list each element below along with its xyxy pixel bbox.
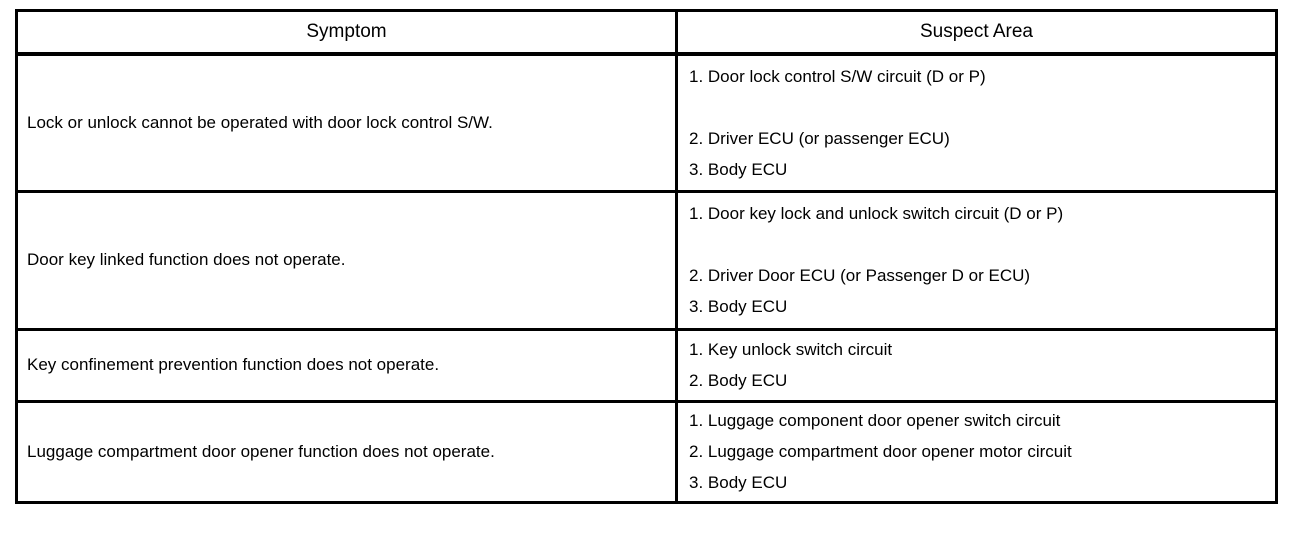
symptom-text: Lock or unlock cannot be operated with d… <box>27 112 493 132</box>
suspect-area-item: 1. Key unlock switch circuit <box>689 340 893 359</box>
suspect-area-item: 2. Driver ECU (or passenger ECU) <box>689 128 950 148</box>
symptom-cell: Door key linked function does not operat… <box>15 189 678 331</box>
suspect-area-item: 3. Body ECU <box>689 159 788 179</box>
symptom-text: Key confinement prevention function does… <box>27 355 440 374</box>
suspect-area-list: 1. Key unlock switch circuit 2. Body ECU <box>689 334 1269 396</box>
suspect-area-column-header: Suspect Area <box>675 9 1278 56</box>
suspect-area-cell: 1. Key unlock switch circuit 2. Body ECU <box>675 327 1278 403</box>
symptom-text: Door key linked function does not operat… <box>27 250 346 269</box>
symptom-cell: Key confinement prevention function does… <box>15 327 678 403</box>
suspect-area-item: 2. Driver Door ECU (or Passenger D or EC… <box>689 266 1031 285</box>
symptom-text: Luggage compartment door opener function… <box>27 441 495 461</box>
header-row: Symptom Suspect Area <box>15 9 1278 56</box>
symptom-column-header: Symptom <box>15 9 678 56</box>
suspect-area-item: 2. Body ECU <box>689 371 788 390</box>
suspect-area-cell: 1. Door lock control S/W circuit (D or P… <box>675 52 1278 193</box>
suspect-area-list: 1. Luggage component door opener switch … <box>689 405 1269 498</box>
suspect-area-item: 1. Door lock control S/W circuit (D or P… <box>689 66 986 86</box>
table-row: Lock or unlock cannot be operated with d… <box>15 52 1278 193</box>
symptom-cell: Luggage compartment door opener function… <box>15 399 678 504</box>
suspect-area-item: 3. Body ECU <box>689 297 788 316</box>
suspect-area-list: 1. Door key lock and unlock switch circu… <box>689 198 1269 322</box>
table-row: Luggage compartment door opener function… <box>15 399 1278 504</box>
table-row: Key confinement prevention function does… <box>15 327 1278 403</box>
suspect-area-cell: 1. Luggage component door opener switch … <box>675 399 1278 504</box>
diagnostic-table: Symptom Suspect Area Lock or unlock cann… <box>15 9 1278 504</box>
suspect-area-item: 1. Luggage component door opener switch … <box>689 411 1061 430</box>
suspect-area-spacer <box>689 92 1269 123</box>
suspect-area-cell: 1. Door key lock and unlock switch circu… <box>675 189 1278 331</box>
table-row: Door key linked function does not operat… <box>15 189 1278 331</box>
suspect-area-item: 1. Door key lock and unlock switch circu… <box>689 204 1064 223</box>
suspect-area-item: 3. Body ECU <box>689 473 788 492</box>
symptom-cell: Lock or unlock cannot be operated with d… <box>15 52 678 193</box>
suspect-area-spacer <box>689 229 1269 260</box>
suspect-area-list: 1. Door lock control S/W circuit (D or P… <box>689 61 1269 185</box>
suspect-area-item: 2. Luggage compartment door opener motor… <box>689 442 1072 461</box>
